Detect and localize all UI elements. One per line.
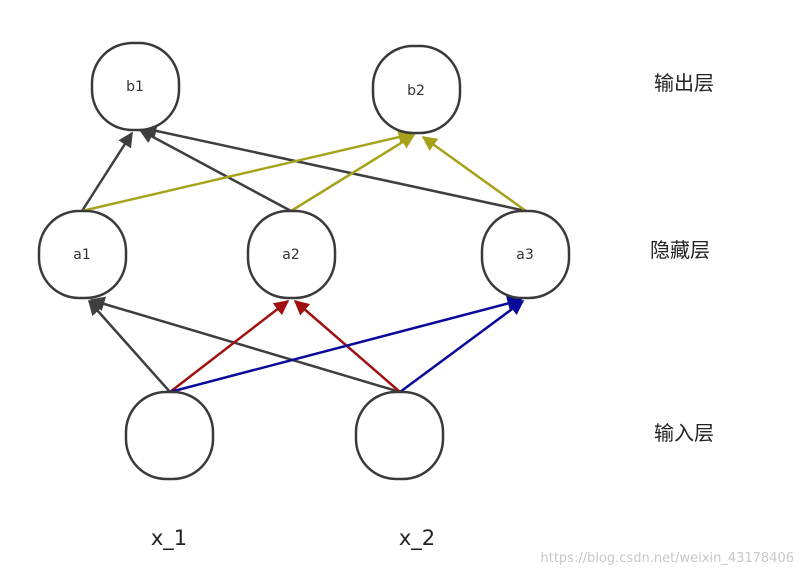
edge-x2-a1: [89, 296, 401, 394]
edge-a3-b1: [141, 123, 527, 213]
node-a1: a1: [37, 209, 128, 300]
output-layer-label: 输出层: [654, 71, 714, 95]
edge-a1-b1: [80, 131, 134, 212]
edge-a3-b2: [421, 135, 527, 213]
hidden-layer-label: 隐藏层: [650, 238, 710, 262]
edge-x1-a3: [169, 296, 523, 394]
input-x1-label: x_1: [151, 526, 187, 551]
node-b1-label: b1: [126, 79, 144, 95]
node-a3: a3: [480, 209, 571, 300]
node-b2-label: b2: [407, 83, 425, 99]
edge-a2-b2: [290, 133, 416, 213]
node-x2: [354, 390, 445, 481]
edge-a1-b2: [81, 129, 414, 213]
node-a3-label: a3: [516, 247, 534, 263]
node-a1-label: a1: [73, 247, 91, 263]
input-x2-label: x_2: [399, 526, 435, 551]
node-a2: a2: [246, 209, 337, 300]
node-b1: b1: [90, 41, 181, 132]
watermark-text: https://blog.csdn.net/weixin_43178406: [540, 551, 794, 566]
node-x1: [124, 390, 215, 481]
input-layer-label: 输入层: [654, 421, 714, 445]
node-b2: b2: [371, 44, 462, 135]
edge-x1-a1: [88, 299, 171, 393]
edge-x1-a2: [169, 300, 290, 393]
edge-x2-a3: [399, 299, 525, 394]
edge-a2-b1: [138, 128, 292, 213]
node-a2-label: a2: [282, 247, 300, 263]
